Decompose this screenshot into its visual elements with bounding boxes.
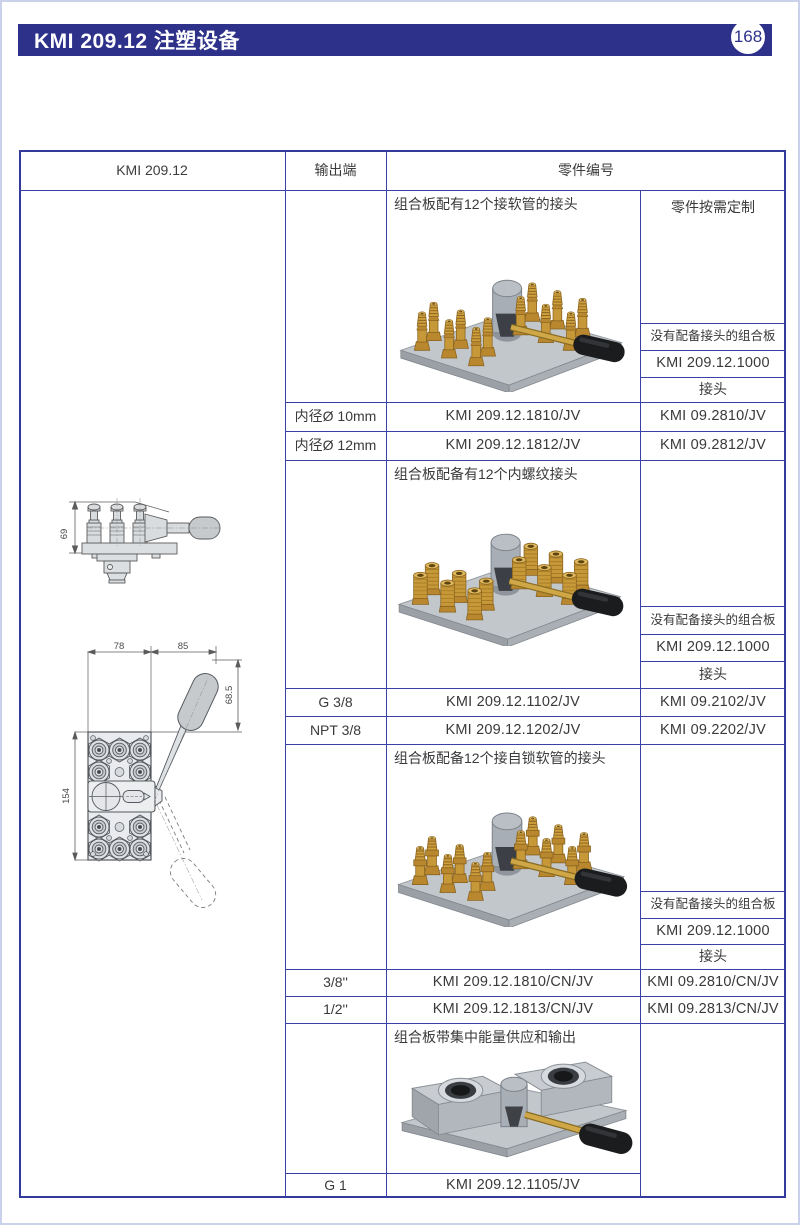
output-cell: G 1 (324, 1177, 347, 1194)
page-header: KMI 209.12 注塑设备 (18, 24, 772, 56)
column-header-part-number: 零件编号 (558, 161, 614, 178)
grid-line (640, 377, 786, 378)
section-caption: 组合板带集中能量供应和输出 (394, 1029, 576, 1045)
grid-line (285, 716, 786, 717)
fitting-part-cell: KMI 09.2102/JV (660, 693, 766, 710)
grid-line (285, 460, 786, 461)
page-number-badge: 168 (731, 20, 765, 54)
product-photo-thread-manifold (398, 533, 627, 646)
dim-78: 78 (114, 641, 125, 652)
grid-line (640, 606, 786, 607)
column-header-model: KMI 209.12 (116, 161, 188, 178)
grid-line (285, 1023, 786, 1024)
side-row: KMI 209.12.1000 (656, 922, 770, 939)
valve-block (87, 780, 163, 813)
fitting-profile (86, 503, 102, 544)
part-cell: KMI 209.12.1813/CN/JV (432, 1001, 594, 1018)
section-caption: 组合板配备有12个内螺纹接头 (394, 466, 578, 482)
grid-line (285, 969, 786, 970)
side-note: 零件按需定制 (671, 198, 755, 215)
fitting-part-cell: KMI 09.2812/JV (660, 437, 766, 454)
right-port-block (513, 1061, 614, 1118)
side-row: 接头 (699, 381, 727, 398)
page-number: 168 (733, 27, 763, 46)
side-row: 没有配备接头的组合板 (650, 612, 776, 627)
dim-154: 154 (62, 788, 72, 804)
part-cell: KMI 209.12.1102/JV (446, 693, 580, 710)
page-title: KMI 209.12 注塑设备 (34, 30, 240, 53)
section-caption: 组合板配有12个接软管的接头 (394, 196, 578, 212)
product-photo-selflock-manifold (397, 812, 630, 927)
side-row: 没有配备接头的组合板 (650, 329, 776, 344)
grid-line (640, 323, 786, 324)
product-photo-hose-barb-manifold (400, 279, 627, 392)
part-cell: KMI 209.12.1105/JV (446, 1177, 580, 1194)
grid-line (640, 350, 786, 351)
grid-line (640, 190, 641, 1198)
side-row: KMI 209.12.1000 (656, 355, 770, 372)
lever-solid (153, 673, 219, 803)
grid-line (285, 431, 786, 432)
fitting-part-cell: KMI 09.2810/CN/JV (647, 974, 779, 991)
side-row: 接头 (699, 666, 727, 683)
fitting-part-cell: KMI 09.2810/JV (660, 408, 766, 425)
grid-line (285, 1173, 640, 1174)
section-caption: 组合板配备12个接自锁软管的接头 (394, 750, 606, 766)
side-row: KMI 209.12.1000 (656, 639, 770, 656)
output-cell: 3/8'' (323, 974, 348, 991)
product-photo-central-supply-block (400, 1061, 633, 1158)
part-cell: KMI 209.12.1810/JV (445, 408, 581, 425)
side-row: 接头 (699, 948, 727, 965)
output-cell: NPT 3/8 (309, 721, 362, 738)
side-row: 没有配备接头的组合板 (650, 897, 776, 912)
output-cell: 内径Ø 12mm (294, 437, 377, 454)
grid-line (640, 891, 786, 892)
grid-line (285, 402, 786, 403)
grid-line (285, 744, 786, 745)
grid-line (640, 661, 786, 662)
output-cell: 1/2'' (323, 1001, 348, 1018)
grid-line (285, 688, 786, 689)
grid-line (640, 634, 786, 635)
left-port-block (410, 1075, 511, 1136)
output-cell: 内径Ø 10mm (294, 408, 377, 425)
fitting-part-cell: KMI 09.2813/CN/JV (647, 1001, 779, 1018)
product-table (19, 150, 786, 1198)
part-cell: KMI 209.12.1810/CN/JV (432, 974, 594, 991)
dim-85: 85 (178, 641, 189, 652)
grid-line (285, 996, 786, 997)
grid-line (19, 190, 786, 191)
output-cell: G 3/8 (318, 693, 353, 710)
dim-69: 69 (59, 529, 70, 540)
grid-line (386, 150, 387, 1198)
grid-line (285, 150, 286, 1198)
column-header-output: 输出端 (314, 161, 357, 178)
grid-line (640, 944, 786, 945)
port-circles (88, 735, 151, 862)
part-cell: KMI 209.12.1812/JV (445, 437, 581, 454)
part-cell: KMI 209.12.1202/JV (445, 721, 581, 738)
tech-drawing-top-view: 78 85 68.5 154 (62, 641, 242, 908)
grid-line (640, 918, 786, 919)
dim-68-5: 68.5 (224, 686, 235, 705)
fitting-part-cell: KMI 09.2202/JV (660, 721, 766, 738)
tech-drawing-side-view: 69 (59, 498, 221, 584)
